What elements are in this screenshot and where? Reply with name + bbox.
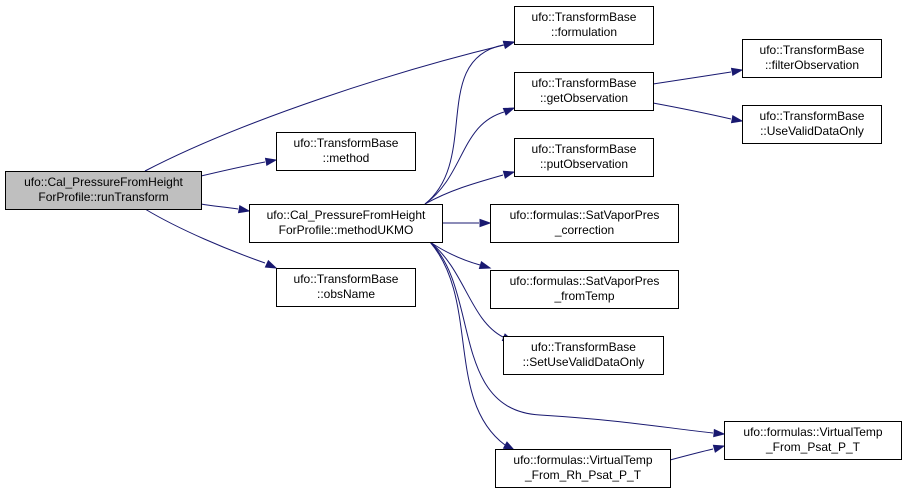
- node-label-line: ufo::formulas::SatVaporPres: [510, 208, 660, 222]
- edge-line: [652, 102, 732, 120]
- node-box: [724, 421, 902, 460]
- edge-methodUKMO-to-getObservation: [424, 107, 516, 205]
- arrowhead-icon: [264, 259, 278, 269]
- edge-line: [429, 241, 504, 338]
- arrowhead-icon: [237, 204, 251, 214]
- node-setUseValid[interactable]: ufo::TransformBase::SetUseValidDataOnly: [503, 336, 664, 375]
- nodes-layer: ufo::Cal_PressureFromHeightForProfile::r…: [5, 6, 902, 488]
- edge-line: [429, 241, 481, 266]
- node-label-line: ufo::formulas::VirtualTemp: [513, 453, 652, 467]
- arrowhead-icon: [502, 107, 516, 116]
- arrowhead-icon: [730, 67, 744, 77]
- edge-methodUKMO-to-vtPsat: [429, 241, 726, 438]
- node-satFromTemp[interactable]: ufo::formulas::SatVaporPres_fromTemp: [490, 270, 679, 309]
- node-label-line: ForProfile::methodUKMO: [279, 223, 414, 237]
- edge-getObservation-to-filterObservation: [652, 67, 744, 85]
- edge-runTransform-to-methodUKMO: [200, 203, 251, 214]
- node-getObservation[interactable]: ufo::TransformBase::getObservation: [514, 72, 654, 111]
- edge-runTransform-to-obsName: [144, 208, 278, 269]
- node-box: [5, 171, 202, 210]
- node-label-line: ::getObservation: [540, 91, 628, 105]
- node-box: [514, 72, 654, 111]
- node-putObservation[interactable]: ufo::TransformBase::putObservation: [514, 138, 654, 177]
- edge-methodUKMO-to-formulation: [424, 40, 516, 205]
- arrowhead-icon: [713, 428, 726, 438]
- node-label-line: _fromTemp: [553, 289, 614, 303]
- node-method[interactable]: ufo::TransformBase::method: [276, 132, 416, 171]
- node-label-line: ::method: [323, 151, 370, 165]
- node-label-line: ufo::TransformBase: [294, 272, 399, 286]
- node-label-line: ::SetUseValidDataOnly: [523, 355, 645, 369]
- node-label-line: ufo::formulas::SatVaporPres: [510, 274, 660, 288]
- node-vtPsat[interactable]: ufo::formulas::VirtualTemp_From_Psat_P_T: [724, 421, 902, 460]
- node-label-line: ufo::TransformBase: [532, 142, 637, 156]
- node-label-line: _From_Rh_Psat_P_T: [524, 468, 642, 482]
- node-label-line: ufo::TransformBase: [294, 136, 399, 150]
- edge-line: [200, 203, 239, 210]
- node-label-line: ufo::TransformBase: [531, 340, 636, 354]
- node-box: [503, 336, 664, 375]
- node-box: [742, 105, 882, 144]
- node-label-line: ufo::TransformBase: [532, 10, 637, 24]
- node-label-line: _correction: [554, 223, 614, 237]
- edge-line: [429, 241, 506, 446]
- node-box: [514, 6, 654, 45]
- node-methodUKMO[interactable]: ufo::Cal_PressureFromHeightForProfile::m…: [249, 204, 443, 243]
- node-useValid[interactable]: ufo::TransformBase::UseValidDataOnly: [742, 105, 882, 144]
- arrowhead-icon: [502, 40, 516, 49]
- node-runTransform[interactable]: ufo::Cal_PressureFromHeightForProfile::r…: [5, 171, 202, 210]
- node-label-line: ::obsName: [317, 287, 375, 301]
- edge-methodUKMO-to-satCorrection: [441, 218, 492, 228]
- node-box: [490, 270, 679, 309]
- node-formulation[interactable]: ufo::TransformBase::formulation: [514, 6, 654, 45]
- arrowhead-icon: [730, 114, 744, 124]
- arrowhead-icon: [712, 444, 726, 453]
- edge-line: [429, 241, 714, 434]
- arrowhead-icon: [478, 260, 492, 270]
- edges-layer: [144, 40, 744, 461]
- edge-getObservation-to-useValid: [652, 102, 744, 124]
- node-box: [495, 449, 671, 488]
- node-label-line: ::filterObservation: [765, 58, 859, 72]
- node-label-line: ufo::TransformBase: [760, 109, 865, 123]
- edge-vtRh-to-vtPsat: [669, 444, 726, 461]
- arrowhead-icon: [502, 170, 516, 179]
- node-label-line: ::formulation: [551, 25, 617, 39]
- node-label-line: ::putObservation: [540, 157, 628, 171]
- arrowhead-icon: [479, 218, 492, 228]
- edge-methodUKMO-to-vtRh: [429, 241, 516, 451]
- arrowhead-icon: [264, 157, 278, 167]
- arrowhead-icon: [502, 441, 516, 451]
- edge-methodUKMO-to-satFromTemp: [429, 241, 492, 270]
- edge-methodUKMO-to-putObservation: [424, 170, 516, 205]
- node-label-line: ufo::formulas::VirtualTemp: [743, 425, 882, 439]
- edge-line: [200, 161, 266, 177]
- node-box: [490, 204, 679, 243]
- edge-line: [669, 448, 714, 461]
- node-label-line: ufo::Cal_PressureFromHeight: [24, 175, 183, 189]
- edge-line: [424, 111, 505, 205]
- node-satCorrection[interactable]: ufo::formulas::SatVaporPres_correction: [490, 204, 679, 243]
- node-label-line: _From_Psat_P_T: [765, 440, 861, 454]
- node-filterObservation[interactable]: ufo::TransformBase::filterObservation: [742, 39, 882, 78]
- edge-line: [424, 174, 504, 205]
- node-label-line: ForProfile::runTransform: [38, 190, 168, 204]
- node-label-line: ufo::Cal_PressureFromHeight: [267, 208, 426, 222]
- node-box: [742, 39, 882, 78]
- node-vtRh[interactable]: ufo::formulas::VirtualTemp_From_Rh_Psat_…: [495, 449, 671, 488]
- node-obsName[interactable]: ufo::TransformBase::obsName: [276, 268, 416, 307]
- node-label-line: ufo::TransformBase: [760, 43, 865, 57]
- node-label-line: ::UseValidDataOnly: [760, 124, 864, 138]
- edge-runTransform-to-method: [200, 157, 278, 177]
- edge-line: [144, 208, 266, 264]
- node-box: [514, 138, 654, 177]
- node-box: [276, 268, 416, 307]
- node-box: [276, 132, 416, 171]
- node-box: [249, 204, 443, 243]
- edge-line: [424, 44, 504, 205]
- edge-line: [652, 71, 732, 85]
- node-label-line: ufo::TransformBase: [532, 76, 637, 90]
- edge-line: [144, 44, 505, 172]
